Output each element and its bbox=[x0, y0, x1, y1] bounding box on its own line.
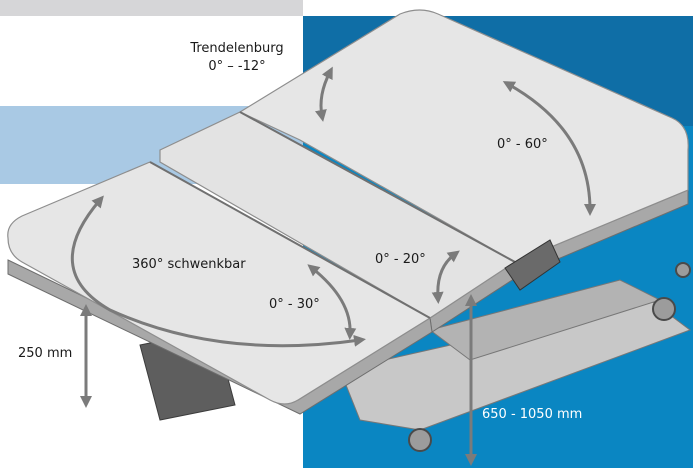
castor-wheel bbox=[652, 297, 676, 321]
castor-wheel bbox=[408, 428, 432, 452]
trendelenburg-title: Trendelenburg bbox=[190, 41, 284, 56]
arrows bbox=[70, 66, 596, 466]
background-grey-top bbox=[0, 0, 303, 16]
swivel-label: 360° schwenkbar bbox=[132, 257, 246, 272]
leg-section-angle-label: 0° - 30° bbox=[269, 297, 320, 312]
back-section-arrow bbox=[502, 81, 596, 216]
middle-section-angle-label: 0° - 20° bbox=[375, 252, 426, 267]
trendelenburg-arrow bbox=[314, 66, 333, 122]
middle-section-arrow bbox=[431, 250, 460, 304]
castor-wheel bbox=[675, 262, 691, 278]
leg-section-arrow bbox=[307, 264, 357, 340]
section-gap bbox=[239, 111, 516, 263]
height-range-label: 650 - 1050 mm bbox=[482, 407, 583, 422]
hinge bbox=[504, 239, 561, 291]
trendelenburg-range: 0° – -12° bbox=[208, 59, 266, 74]
swivel-arrow bbox=[70, 195, 366, 348]
back-section-angle-label: 0° - 60° bbox=[497, 137, 548, 152]
height-step-label: 250 mm bbox=[18, 346, 73, 361]
